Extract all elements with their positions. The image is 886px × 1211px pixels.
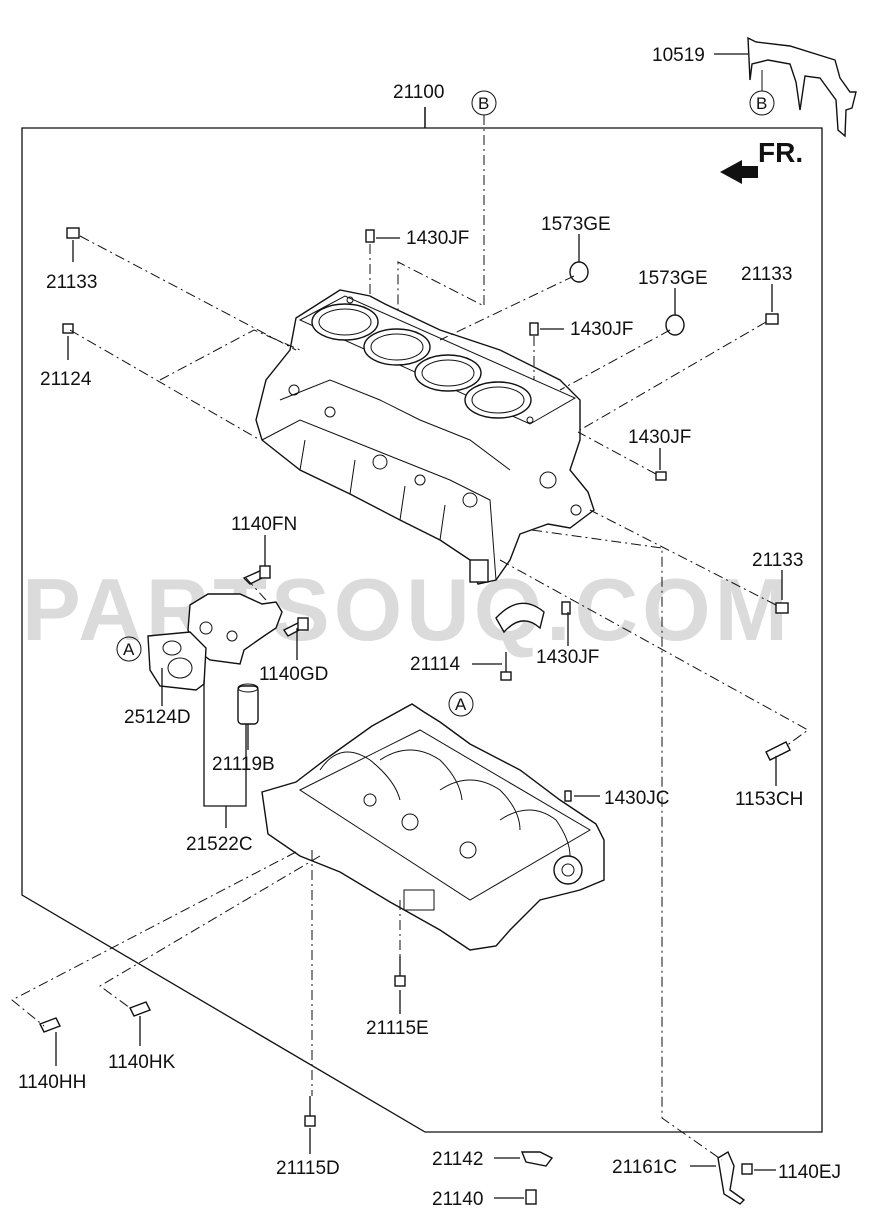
label-21140: 21140 <box>432 1189 483 1210</box>
bracket-10519-drawing: B <box>714 36 857 138</box>
label-1430jf-right: 1430JF <box>628 427 691 448</box>
callout-a-marker-right: A <box>455 695 467 714</box>
callout-b: B <box>397 90 497 312</box>
label-21142: 21142 <box>432 1149 483 1170</box>
front-direction-label: FR. <box>758 137 803 168</box>
plug-21119b-drawing <box>237 683 259 725</box>
watermark: PARTSOUQ.COM <box>22 560 792 659</box>
label-1430jc: 1430JC <box>604 788 670 809</box>
label-21115d: 21115D <box>276 1158 340 1179</box>
ladder-frame-drawing: A <box>261 691 605 951</box>
svg-text:B: B <box>478 94 489 113</box>
label-21133-left: 21133 <box>46 272 97 293</box>
label-1573ge-2: 1573GE <box>638 268 708 289</box>
part-number-labels: 10519 21100 1430JF 1573GE 1573GE 21133 2… <box>18 45 841 1210</box>
label-21115e: 21115E <box>366 1018 429 1039</box>
cylinder-block-drawing <box>255 289 595 585</box>
label-1140ej: 1140EJ <box>778 1162 841 1183</box>
label-1573ge-1: 1573GE <box>541 214 611 235</box>
label-1430jf-top: 1430JF <box>406 228 469 249</box>
label-21133-lower: 21133 <box>752 550 803 571</box>
leader-lines <box>11 107 809 1199</box>
label-1140gd: 1140GD <box>259 664 328 685</box>
label-1140hh: 1140HH <box>18 1072 86 1093</box>
label-1140hk: 1140HK <box>108 1052 176 1073</box>
callout-a-marker-left: A <box>123 640 135 659</box>
label-21124: 21124 <box>40 369 92 390</box>
label-1430jf-mid: 1430JF <box>570 319 633 340</box>
label-21161c: 21161C <box>612 1157 677 1178</box>
callout-b-marker: B <box>756 94 767 113</box>
small-parts-drawings <box>39 227 791 1205</box>
label-10519: 10519 <box>652 45 705 66</box>
front-direction-arrow: FR. <box>720 137 803 184</box>
label-21114: 21114 <box>410 654 460 675</box>
label-21133-right: 21133 <box>741 264 792 285</box>
label-1430jf-bracket: 1430JF <box>536 647 599 668</box>
label-21522c: 21522C <box>186 834 253 855</box>
label-1140fn: 1140FN <box>231 514 297 535</box>
label-1153ch: 1153CH <box>735 789 803 810</box>
assembly-frame <box>21 107 823 1133</box>
label-21119b: 21119B <box>212 754 275 775</box>
label-25124d: 25124D <box>124 707 191 728</box>
label-21100: 21100 <box>393 82 444 103</box>
